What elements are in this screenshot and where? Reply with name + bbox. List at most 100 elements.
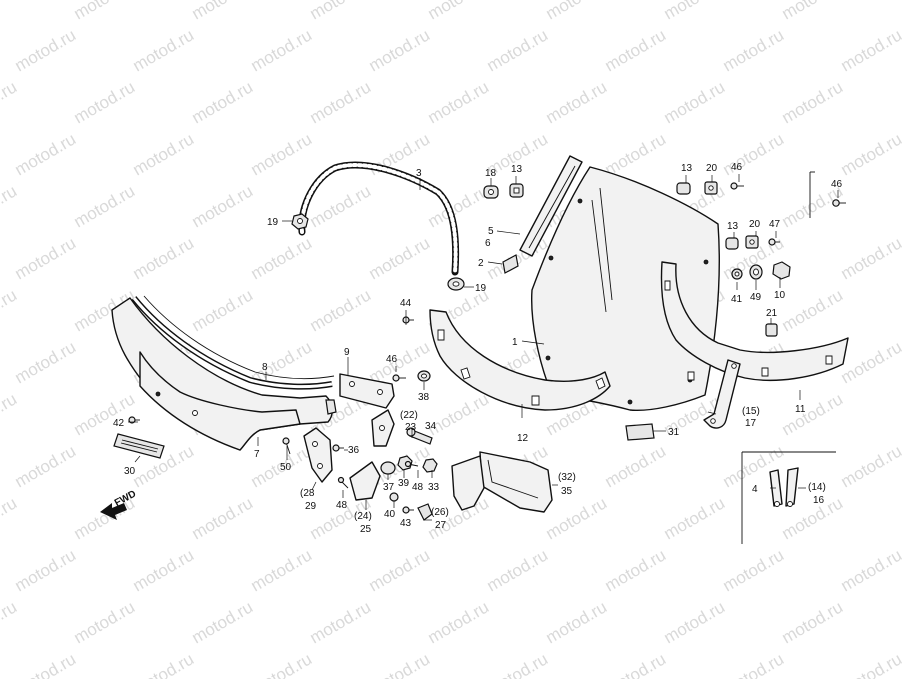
watermark-text: motod.ru (661, 493, 729, 543)
part-9-bracket-plate (339, 373, 395, 409)
callout-39: 39 (398, 478, 410, 489)
watermark-text: motod.ru (0, 597, 20, 647)
watermark-text: motod.ru (12, 233, 80, 283)
part-44-screw (402, 316, 414, 324)
callout-46-inset: 46 (831, 179, 843, 190)
watermark-text: motod.ru (720, 129, 788, 179)
watermark-text: motod.ru (130, 649, 198, 679)
part-18-grommet (483, 185, 499, 199)
part-windshield-trim (298, 161, 460, 276)
callout-40: 40 (384, 509, 396, 520)
watermark-text: motod.ru (0, 0, 20, 23)
callout-4: 4 (752, 484, 758, 495)
callout-20-top: 20 (706, 163, 718, 174)
part-30-emblem (113, 433, 165, 459)
watermark-text: motod.ru (838, 337, 906, 387)
watermark-text: motod.ru (307, 285, 375, 335)
watermark-text: motod.ru (602, 545, 670, 595)
callout-42: 42 (113, 418, 125, 429)
callout-13-right-mid: 13 (727, 221, 739, 232)
watermark-text: motod.ru (838, 545, 906, 595)
part-19-nut-right (447, 277, 465, 291)
callout-30: 30 (124, 466, 136, 477)
part-43-screw (402, 506, 414, 514)
part-8-cowl-trim (131, 295, 335, 390)
watermark-text: motod.ru (189, 181, 257, 231)
inset-box-4-16 (741, 451, 836, 544)
callout-27: 27 (435, 520, 447, 531)
callout-12: 12 (517, 433, 529, 444)
part-31-label (625, 423, 655, 441)
watermark-text: motod.ru (71, 181, 139, 231)
watermark-text: motod.ru (189, 77, 257, 127)
watermark-text: motod.ru (720, 649, 788, 679)
fwd-arrow (100, 503, 127, 520)
callout-22: (22) (400, 410, 418, 421)
callout-46-middle: 46 (386, 354, 398, 365)
watermark-text: motod.ru (0, 493, 20, 543)
watermark-text: motod.ru (0, 285, 20, 335)
watermark-text: motod.ru (720, 25, 788, 75)
watermark-text: motod.ru (248, 25, 316, 75)
callout-49: 49 (750, 292, 762, 303)
part-12-lower-bracket (429, 309, 611, 411)
part-49-grommet (749, 264, 763, 280)
watermark-text: motod.ru (366, 25, 434, 75)
watermark-text: motod.ru (602, 649, 670, 679)
part-38-collar (417, 370, 431, 382)
part-46-screw-top (730, 182, 744, 190)
watermark-text: motod.ru (366, 649, 434, 679)
callout-50: 50 (280, 462, 292, 473)
part-36-screw (332, 444, 344, 452)
part-13-clip-right-top (676, 182, 691, 195)
part-42-screw (128, 416, 140, 424)
watermark-text: motod.ru (543, 597, 611, 647)
part-20-nut-right-top (704, 181, 718, 195)
watermark-text: motod.ru (189, 597, 257, 647)
callout-14: (14) (808, 482, 826, 493)
part-29-mirror-bracket (303, 427, 333, 483)
callout-29: 29 (305, 501, 317, 512)
watermark-text: motod.ru (661, 0, 729, 23)
watermark-text: motod.ru (130, 233, 198, 283)
part-48-screw-upper (404, 460, 419, 468)
callout-25: 25 (360, 524, 372, 535)
watermark-text: motod.ru (484, 649, 552, 679)
watermark-text: motod.ru (130, 129, 198, 179)
callout-41: 41 (731, 294, 743, 305)
watermark-text: motod.ru (189, 0, 257, 23)
watermark-text: motod.ru (779, 77, 847, 127)
watermark-text: motod.ru (425, 597, 493, 647)
watermark-text: motod.ru (12, 129, 80, 179)
callout-21: 21 (766, 308, 778, 319)
callout-2: 2 (478, 258, 484, 269)
watermark-text: motod.ru (543, 0, 611, 23)
callout-6: 6 (485, 238, 491, 249)
callout-16: 16 (813, 495, 825, 506)
callout-9: 9 (344, 347, 350, 358)
watermark-text: motod.ru (779, 285, 847, 335)
watermark-text: motod.ru (838, 129, 906, 179)
watermark-text: motod.ru (661, 597, 729, 647)
callout-10: 10 (774, 290, 786, 301)
part-27-cap (417, 503, 433, 521)
watermark-text: motod.ru (425, 77, 493, 127)
part-10-cap (772, 261, 791, 280)
part-50-bolt (282, 437, 291, 455)
callout-48-upper: 48 (412, 482, 424, 493)
watermark-text: motod.ru (248, 233, 316, 283)
watermark-text: motod.ru (130, 545, 198, 595)
watermark-text: motod.ru (248, 649, 316, 679)
watermark-text: motod.ru (543, 77, 611, 127)
watermark-text: motod.ru (189, 285, 257, 335)
part-7-front-cowl (111, 297, 333, 451)
watermark-text: motod.ru (12, 545, 80, 595)
callout-18: 18 (485, 168, 497, 179)
watermark-text: motod.ru (602, 441, 670, 491)
watermark-text: motod.ru (425, 0, 493, 23)
watermark-text: motod.ru (543, 493, 611, 543)
callout-28: (28 (300, 488, 315, 499)
callout-20-mid: 20 (749, 219, 761, 230)
watermark-text: motod.ru (0, 181, 20, 231)
